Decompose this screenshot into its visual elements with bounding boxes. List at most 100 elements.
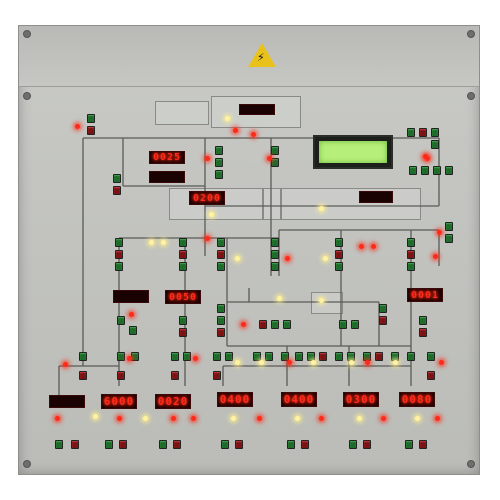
green-push-button[interactable] — [179, 238, 187, 247]
green-push-button[interactable] — [287, 440, 295, 449]
green-push-button[interactable] — [221, 440, 229, 449]
green-push-button[interactable] — [217, 316, 225, 325]
red-push-button[interactable] — [79, 371, 87, 380]
green-push-button[interactable] — [431, 128, 439, 137]
green-push-button[interactable] — [113, 174, 121, 183]
led-display-7: 0001 — [407, 288, 443, 302]
green-push-button[interactable] — [115, 238, 123, 247]
green-push-button[interactable] — [407, 262, 415, 271]
green-push-button[interactable] — [433, 166, 441, 175]
green-push-button[interactable] — [271, 250, 279, 259]
red-push-button[interactable] — [115, 250, 123, 259]
red-push-button[interactable] — [301, 440, 309, 449]
led-display-12: 0400 — [281, 392, 317, 407]
red-push-button[interactable] — [375, 352, 383, 361]
green-push-button[interactable] — [131, 352, 139, 361]
red-push-button[interactable] — [217, 328, 225, 337]
green-push-button[interactable] — [183, 352, 191, 361]
green-push-button[interactable] — [215, 158, 223, 167]
green-push-button[interactable] — [171, 352, 179, 361]
red-push-button[interactable] — [213, 371, 221, 380]
green-push-button[interactable] — [215, 170, 223, 179]
green-push-button[interactable] — [115, 262, 123, 271]
green-push-button[interactable] — [179, 316, 187, 325]
green-push-button[interactable] — [79, 352, 87, 361]
red-push-button[interactable] — [113, 186, 121, 195]
bolt-icon — [467, 30, 475, 38]
red-push-button[interactable] — [419, 328, 427, 337]
green-push-button[interactable] — [271, 320, 279, 329]
green-push-button[interactable] — [117, 316, 125, 325]
lcd-screen — [319, 141, 387, 163]
green-push-button[interactable] — [179, 262, 187, 271]
green-push-button[interactable] — [349, 440, 357, 449]
green-push-button[interactable] — [335, 262, 343, 271]
green-push-button[interactable] — [339, 320, 347, 329]
control-panel: ⚡ — [18, 25, 480, 475]
green-push-button[interactable] — [295, 352, 303, 361]
green-push-button[interactable] — [265, 352, 273, 361]
red-push-button[interactable] — [217, 250, 225, 259]
red-push-button[interactable] — [427, 371, 435, 380]
green-push-button[interactable] — [419, 316, 427, 325]
red-push-button[interactable] — [407, 250, 415, 259]
green-push-button[interactable] — [407, 352, 415, 361]
yellow-indicator-lamp — [357, 416, 362, 421]
green-push-button[interactable] — [445, 222, 453, 231]
green-push-button[interactable] — [215, 146, 223, 155]
lcd-display — [313, 135, 393, 169]
green-push-button[interactable] — [87, 114, 95, 123]
red-push-button[interactable] — [119, 440, 127, 449]
green-push-button[interactable] — [421, 166, 429, 175]
green-push-button[interactable] — [409, 166, 417, 175]
led-display-5 — [113, 290, 149, 303]
green-push-button[interactable] — [271, 262, 279, 271]
green-push-button[interactable] — [407, 128, 415, 137]
green-push-button[interactable] — [213, 352, 221, 361]
yellow-indicator-lamp — [235, 256, 240, 261]
green-push-button[interactable] — [105, 440, 113, 449]
top-display-box — [211, 96, 301, 128]
green-push-button[interactable] — [335, 352, 343, 361]
green-push-button[interactable] — [129, 326, 137, 335]
green-push-button[interactable] — [217, 304, 225, 313]
red-push-button[interactable] — [379, 316, 387, 325]
red-push-button[interactable] — [179, 250, 187, 259]
green-push-button[interactable] — [271, 238, 279, 247]
green-push-button[interactable] — [431, 140, 439, 149]
green-push-button[interactable] — [271, 146, 279, 155]
green-push-button[interactable] — [55, 440, 63, 449]
green-push-button[interactable] — [253, 352, 261, 361]
green-push-button[interactable] — [159, 440, 167, 449]
green-push-button[interactable] — [217, 262, 225, 271]
red-push-button[interactable] — [335, 250, 343, 259]
red-push-button[interactable] — [419, 128, 427, 137]
green-push-button[interactable] — [405, 440, 413, 449]
red-push-button[interactable] — [117, 371, 125, 380]
red-indicator-lamp — [285, 256, 290, 261]
green-push-button[interactable] — [427, 352, 435, 361]
red-push-button[interactable] — [179, 328, 187, 337]
green-push-button[interactable] — [217, 238, 225, 247]
red-push-button[interactable] — [235, 440, 243, 449]
green-push-button[interactable] — [283, 320, 291, 329]
green-push-button[interactable] — [445, 166, 453, 175]
green-push-button[interactable] — [407, 238, 415, 247]
red-push-button[interactable] — [259, 320, 267, 329]
green-push-button[interactable] — [445, 234, 453, 243]
red-push-button[interactable] — [319, 352, 327, 361]
green-push-button[interactable] — [271, 158, 279, 167]
red-push-button[interactable] — [173, 440, 181, 449]
bolt-icon — [467, 92, 475, 100]
green-push-button[interactable] — [117, 352, 125, 361]
red-push-button[interactable] — [363, 440, 371, 449]
green-push-button[interactable] — [351, 320, 359, 329]
green-push-button[interactable] — [225, 352, 233, 361]
green-push-button[interactable] — [335, 238, 343, 247]
green-push-button[interactable] — [281, 352, 289, 361]
green-push-button[interactable] — [379, 304, 387, 313]
red-push-button[interactable] — [87, 126, 95, 135]
red-push-button[interactable] — [71, 440, 79, 449]
red-push-button[interactable] — [171, 371, 179, 380]
red-push-button[interactable] — [419, 440, 427, 449]
